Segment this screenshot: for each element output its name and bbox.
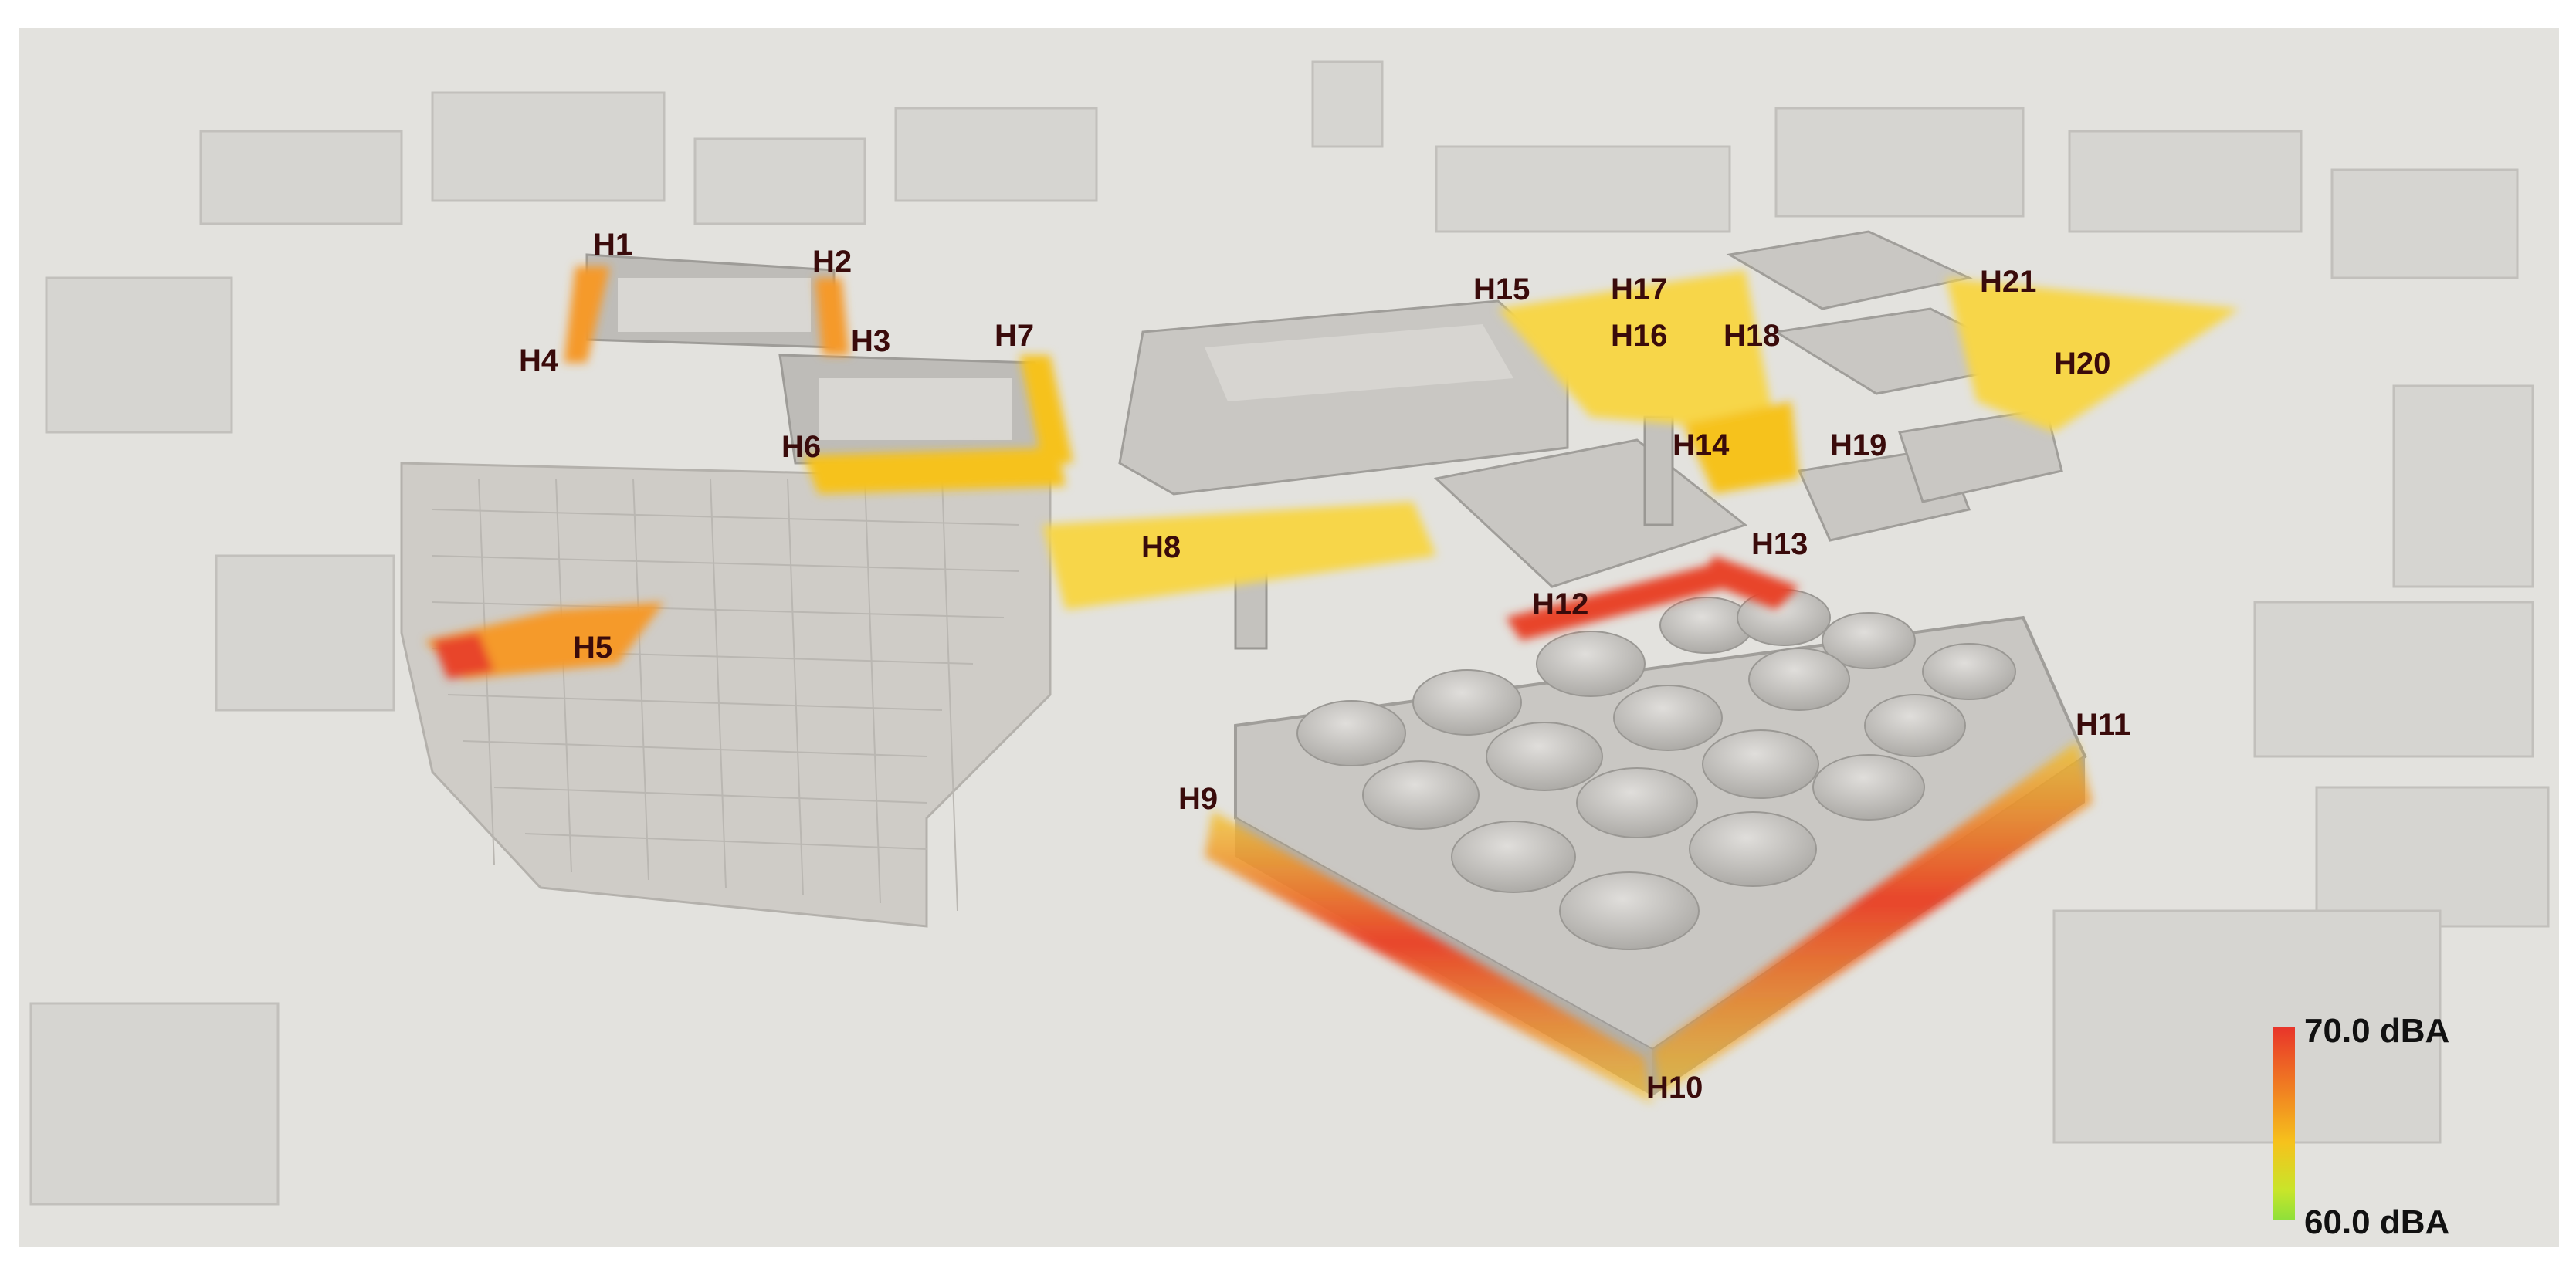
zone-label-h14: H14 — [1673, 428, 1730, 462]
zone-label-h4: H4 — [519, 343, 559, 377]
noise-overlays — [425, 266, 2239, 1104]
zone-label-h11: H11 — [2076, 708, 2130, 742]
zone-label-h18: H18 — [1724, 319, 1780, 353]
legend-max-label: 70.0 dBA — [2304, 1012, 2449, 1050]
noise-legend: 70.0 dBA 60.0 dBA — [2273, 1012, 2449, 1241]
zone-label-h1: H1 — [593, 228, 632, 262]
background-buildings — [29, 60, 2550, 1206]
legend-color-bar — [2273, 1027, 2295, 1220]
zone-label-h9: H9 — [1178, 782, 1218, 816]
zone-labels: H1 H2 H3 H4 H5 H6 H7 H8 H9 H10 H11 H12 H… — [519, 228, 2130, 1105]
northwest-courtyard-buildings — [585, 253, 1052, 465]
legend-min-label: 60.0 dBA — [2304, 1203, 2449, 1241]
zone-label-h19: H19 — [1830, 428, 1886, 462]
central-long-building — [1118, 299, 1569, 496]
zone-label-h5: H5 — [573, 631, 612, 665]
zone-label-h16: H16 — [1611, 319, 1667, 353]
zone-label-h7: H7 — [995, 319, 1034, 353]
zone-label-h6: H6 — [781, 430, 821, 464]
zone-label-h17: H17 — [1611, 272, 1667, 306]
zone-label-h2: H2 — [812, 245, 852, 279]
zone-label-h3: H3 — [851, 324, 890, 358]
zone-label-h21: H21 — [1980, 265, 2036, 299]
zone-label-h15: H15 — [1473, 272, 1530, 306]
zone-label-h20: H20 — [2054, 347, 2110, 381]
zone-label-h12: H12 — [1532, 587, 1588, 621]
zone-label-h10: H10 — [1646, 1071, 1703, 1105]
mosque-domes — [1296, 589, 2016, 950]
zone-label-h13: H13 — [1751, 527, 1808, 561]
zone-label-h8: H8 — [1141, 530, 1181, 564]
